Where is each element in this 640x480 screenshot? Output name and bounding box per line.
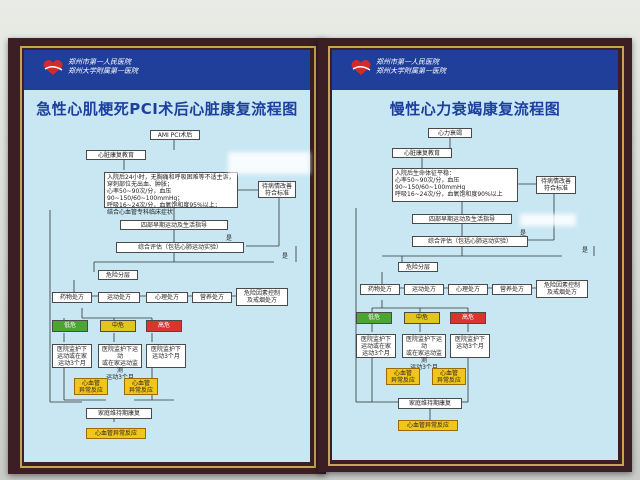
- right-low-care-box: 医院监护下 运动或在家 运动3个月: [356, 334, 396, 358]
- right-mid-risk-box: 中危: [404, 312, 440, 324]
- right-nutrition-box: 营养处方: [492, 284, 532, 295]
- right-abnormal-box-3: 心血管异常反应: [398, 420, 458, 431]
- right-wait-box: 待病情改善 符合标准: [536, 176, 576, 194]
- left-risk-box: 危险分层: [98, 270, 138, 280]
- right-high-risk-box: 高危: [450, 312, 486, 324]
- left-psych-box: 心理处方: [146, 292, 188, 303]
- left-low-care-box: 医院监护下 运动或在家 运动3个月: [52, 344, 92, 368]
- right-abnormal-box-1: 心血管 异常反应: [386, 368, 420, 385]
- right-home-box: 家庭维持期康复: [398, 398, 462, 409]
- right-admission-box: 入院后生命体征平稳： 心率50~90次/分，血压90~150/60~100mmH…: [392, 168, 518, 202]
- right-low-risk-box: 低危: [356, 312, 392, 324]
- left-poster: 郑州市第一人民医院 郑州大学附属第一医院 急性心肌梗死PCI术后心脏康复流程图: [24, 50, 310, 462]
- left-assess-box: 综合评估（包括心肺运动实验）: [116, 242, 244, 253]
- right-high-care-box: 医院监护下 运动3个月: [450, 334, 490, 358]
- left-abnormal-box-1: 心血管 异常反应: [74, 378, 108, 395]
- right-risk-box: 危险分层: [398, 262, 438, 272]
- left-low-risk-box: 低危: [52, 320, 88, 332]
- hospital-logo-icon: [351, 60, 371, 75]
- left-yes-label-1: 是: [226, 235, 232, 242]
- right-psych-box: 心理处方: [448, 284, 488, 295]
- left-nutrition-box: 营养处方: [192, 292, 232, 303]
- right-yes-label-1: 是: [520, 230, 526, 237]
- left-admission-box: 入院后24小时，无胸痛和呼吸困难等不适主诉， 穿刺部位无出血、肿胀； 心率50~…: [104, 172, 238, 216]
- left-poster-header: 郑州市第一人民医院 郑州大学附属第一医院: [24, 50, 310, 90]
- left-start-box: AMI PCI术后: [150, 130, 200, 140]
- left-flow-connectors: 是 是: [49, 138, 297, 422]
- left-abnormal-box-3: 心血管异常反应: [86, 428, 146, 439]
- left-stage4-box: 四部早期运动及生活指导: [120, 220, 228, 230]
- right-abnormal-box-2: 心血管 异常反应: [432, 368, 466, 385]
- right-poster-header: 郑州市第一人民医院 郑州大学附属第一医院: [332, 50, 618, 90]
- left-wait-box: 待病情改善 符合标准: [258, 181, 296, 198]
- left-education-box: 心脏康复教育: [86, 150, 146, 160]
- right-poster: 郑州市第一人民医院 郑州大学附属第一医院 慢性心力衰竭康复流程图: [332, 50, 618, 460]
- left-high-care-box: 医院监护下 运动3个月: [146, 344, 186, 368]
- right-poster-gold-trim: [328, 46, 624, 466]
- right-drug-box: 药物处方: [360, 284, 400, 295]
- right-risk-factor-box: 危险因素控制 及戒烟处方: [536, 280, 588, 298]
- left-high-risk-box: 高危: [146, 320, 182, 332]
- right-poster-title: 慢性心力衰竭康复流程图: [389, 100, 561, 118]
- right-education-box: 心脏康复教育: [392, 148, 452, 158]
- glass-glare-right: [520, 214, 576, 226]
- left-home-box: 家庭维持期康复: [86, 408, 152, 419]
- right-flow-connectors: 是 是: [355, 138, 595, 420]
- left-poster-gold-trim: [20, 46, 316, 468]
- left-exercise-box: 运动处方: [98, 292, 140, 303]
- left-yes-label-2: 是: [282, 253, 288, 260]
- right-stage4-box: 四部早期运动及生活指导: [412, 214, 512, 224]
- right-mid-care-box: 医院监护下运动 或在家运动监测 运动3个月: [402, 334, 446, 371]
- left-abnormal-box-2: 心血管 异常反应: [124, 378, 158, 395]
- right-start-box: 心力衰竭: [428, 128, 472, 138]
- left-hospital-name: 郑州市第一人民医院 郑州大学附属第一医院: [68, 58, 138, 75]
- left-poster-title: 急性心肌梗死PCI术后心脏康复流程图: [36, 100, 298, 118]
- right-yes-label-2: 是: [582, 247, 588, 254]
- hospital-logo-icon: [43, 60, 63, 75]
- left-mid-care-box: 医院监护下运动 或在家运动监测 运动3个月: [98, 344, 142, 381]
- left-mid-risk-box: 中危: [100, 320, 136, 332]
- glass-glare-left: [228, 152, 310, 174]
- right-hospital-name: 郑州市第一人民医院 郑州大学附属第一医院: [376, 58, 446, 75]
- right-exercise-box: 运动处方: [404, 284, 444, 295]
- left-drug-box: 药物处方: [52, 292, 92, 303]
- left-risk-factor-box: 危险因素控制 及戒烟处方: [236, 288, 288, 306]
- right-assess-box: 综合评估（包括心肺运动实验）: [412, 236, 528, 247]
